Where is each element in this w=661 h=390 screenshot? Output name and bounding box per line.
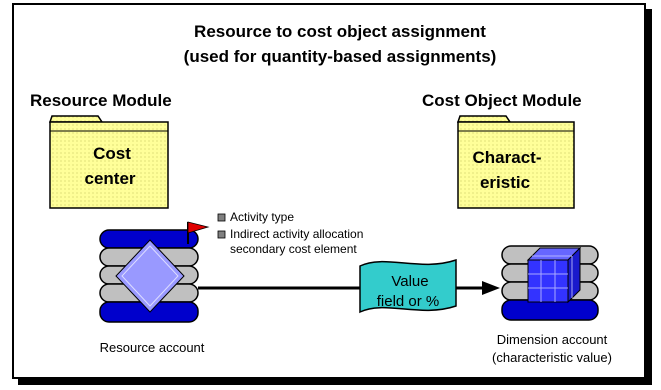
bullet-icon bbox=[217, 230, 226, 239]
folder-label-cost: Cost bbox=[93, 144, 131, 163]
folder-icon bbox=[456, 115, 575, 209]
cost-object-module-heading: Cost Object Module bbox=[422, 91, 582, 110]
resource-module-heading: Resource Module bbox=[30, 91, 172, 110]
cube-icon bbox=[526, 246, 582, 304]
arrow-head-icon bbox=[482, 281, 500, 295]
dimension-account-caption: Dimension account bbox=[497, 332, 608, 347]
flag-icon bbox=[187, 221, 210, 244]
folder-label-charact: Charact- bbox=[473, 148, 542, 167]
dimension-account-subcaption: (characteristic value) bbox=[492, 350, 612, 365]
value-field-label-2: field or % bbox=[377, 293, 440, 310]
folder-label-eristic: eristic bbox=[480, 173, 530, 192]
title-line-2: (used for quantity-based assignments) bbox=[184, 47, 497, 66]
bullet-icon bbox=[217, 213, 226, 222]
annotation-indirect-allocation: Indirect activity allocation bbox=[230, 227, 363, 241]
folder-icon bbox=[48, 115, 169, 209]
title-line-1: Resource to cost object assignment bbox=[194, 22, 486, 41]
diamond-icon bbox=[115, 239, 185, 313]
folder-label-center: center bbox=[84, 169, 135, 188]
annotation-activity-type: Activity type bbox=[230, 210, 294, 224]
annotation-secondary-cost-element: secondary cost element bbox=[230, 242, 357, 256]
value-field-shape bbox=[359, 258, 457, 314]
value-field-label-1: Value bbox=[391, 273, 428, 290]
resource-account-caption: Resource account bbox=[100, 340, 205, 355]
